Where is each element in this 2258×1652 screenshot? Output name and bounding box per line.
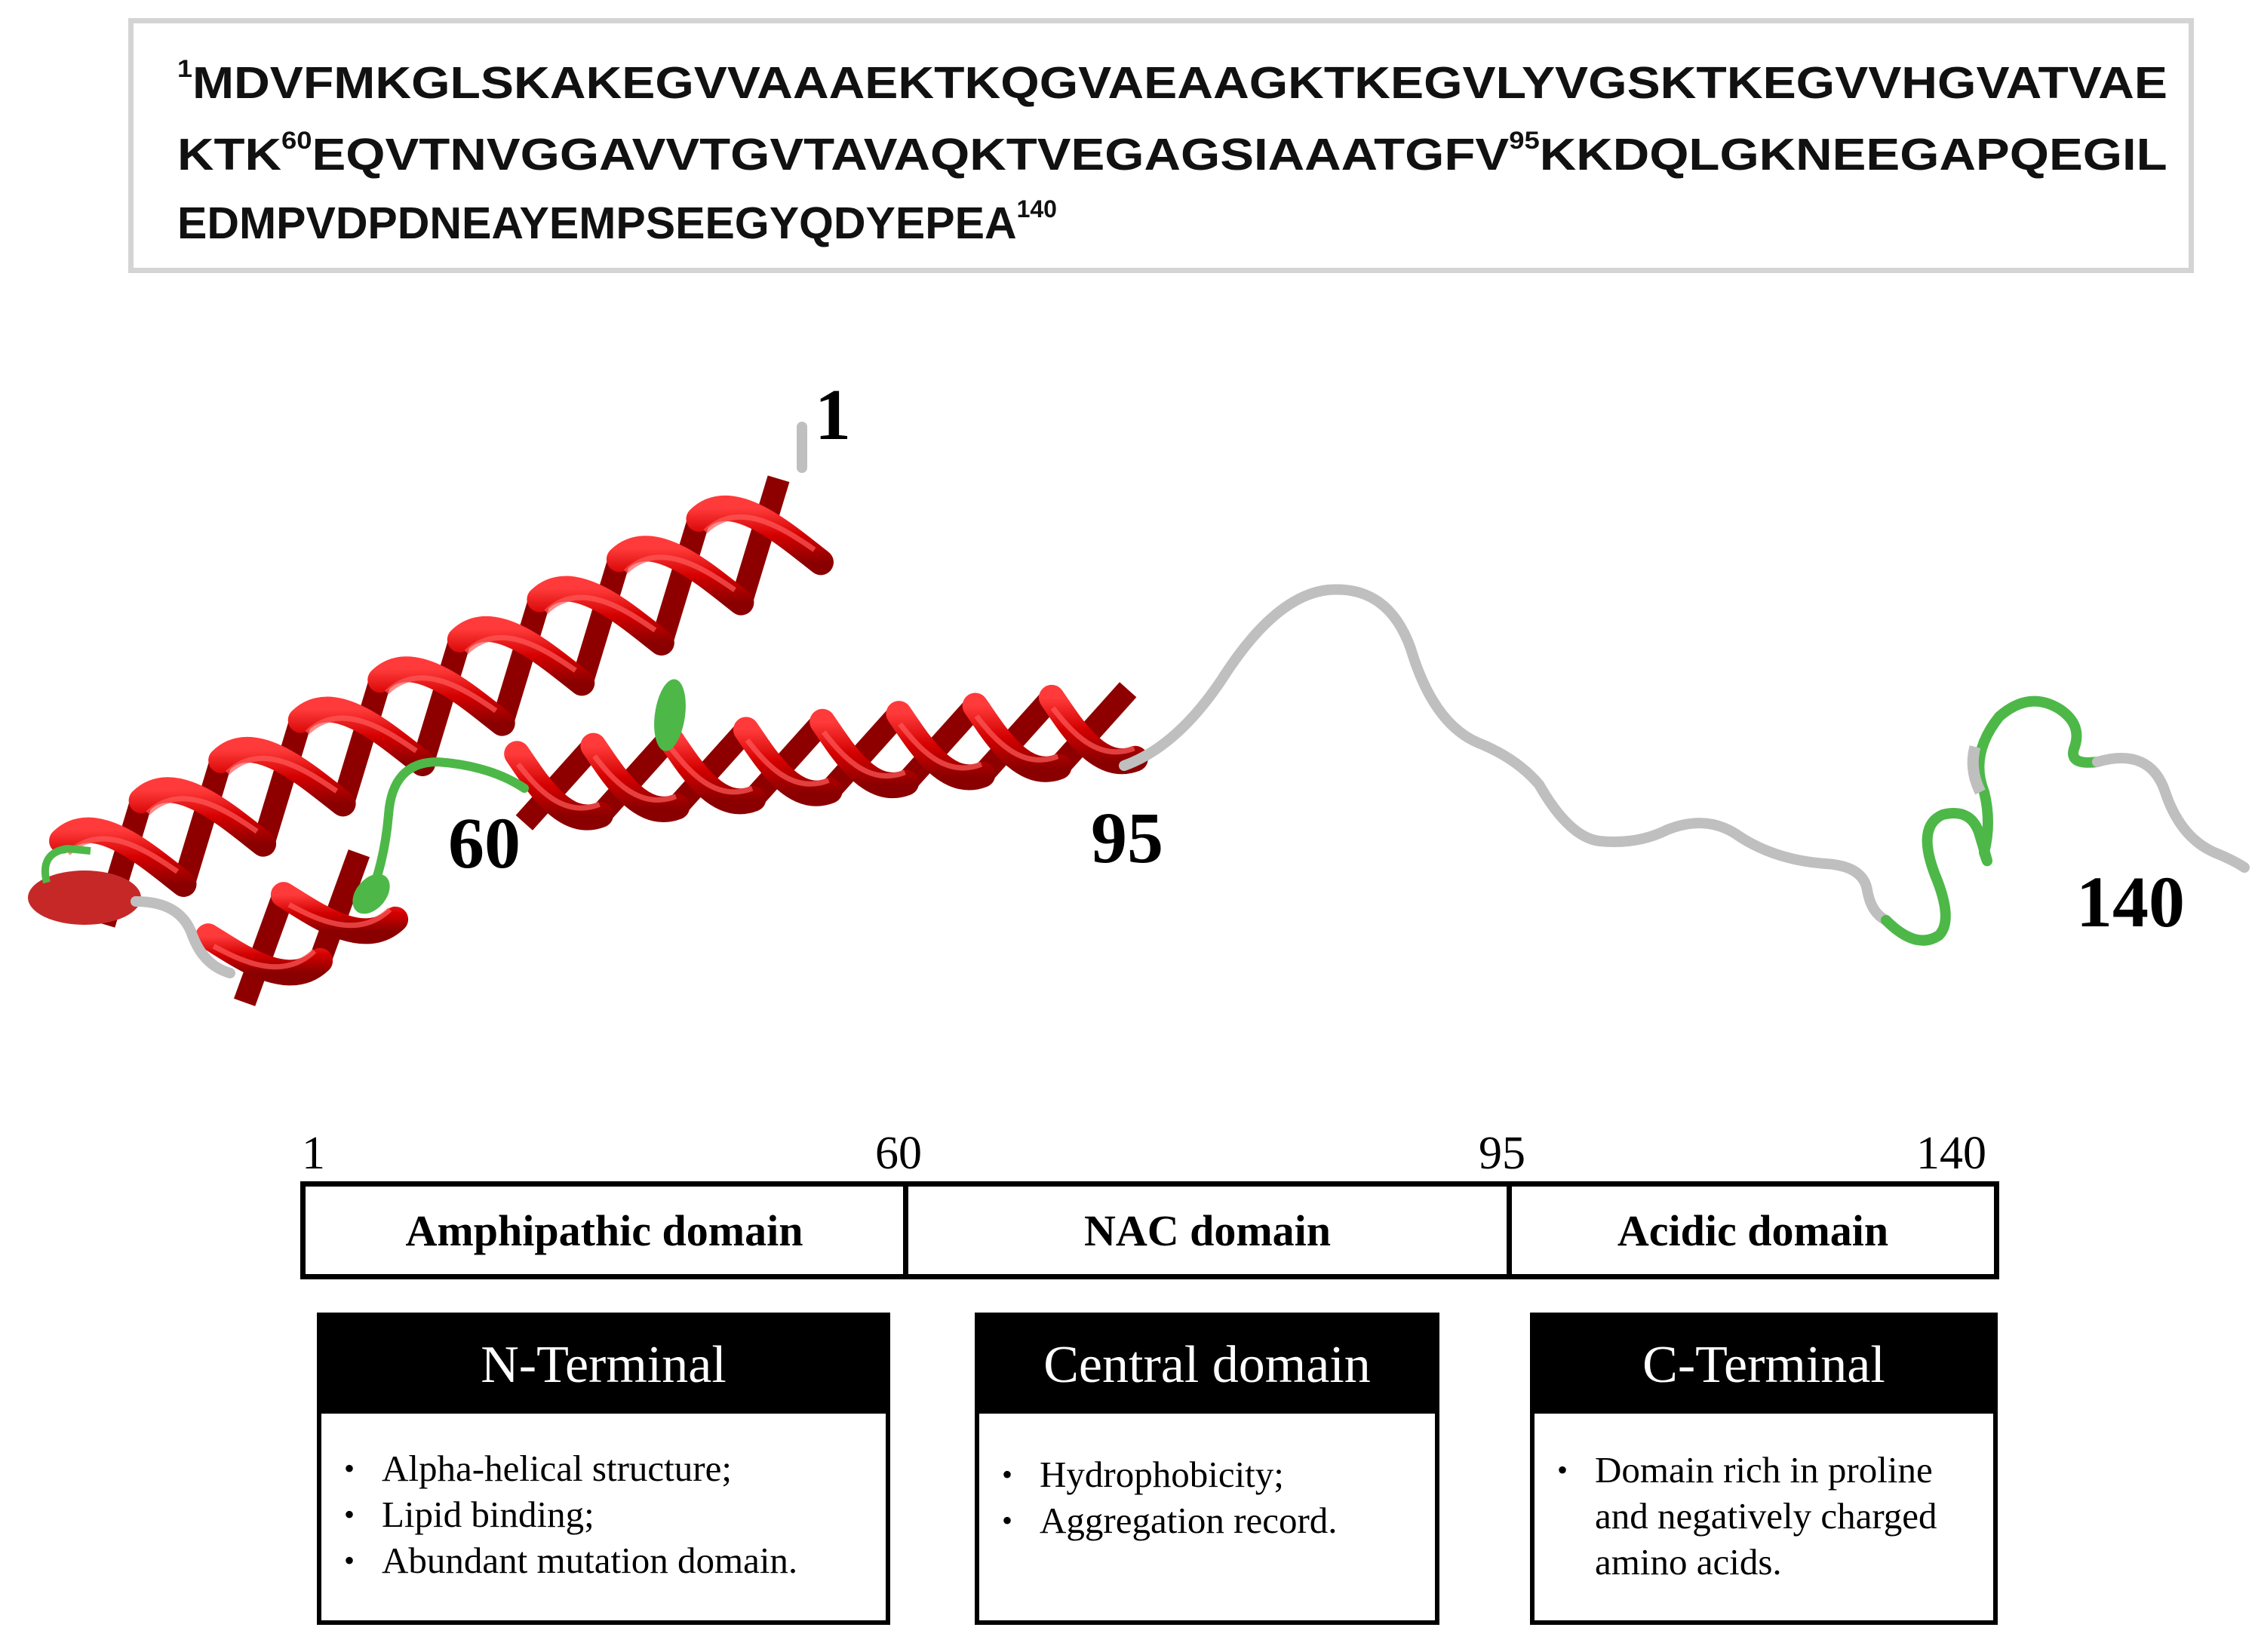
sequence-line-3: EDMPVDPDNEAYEMPSEEGYQDYEPEA140	[177, 197, 1057, 248]
helix-turn-back	[252, 717, 312, 848]
helix-end-cap	[28, 871, 141, 925]
c-terminal-coil	[2092, 753, 2250, 873]
helix-turn-back	[411, 636, 472, 767]
domain-segment-nac: NAC domain	[908, 1187, 1512, 1274]
c-terminal-coil	[1119, 584, 1891, 926]
card-n-terminal: N-Terminal Alpha-helical structure; Lipi…	[317, 1313, 890, 1625]
card-central-domain: Central domain Hydrophobicity; Aggregati…	[975, 1313, 1439, 1625]
helix-turn-back	[570, 555, 631, 686]
card-item: Lipid binding;	[321, 1491, 886, 1537]
helix-highlight	[1050, 706, 1135, 755]
card-list: Domain rich in proline and negatively ch…	[1535, 1447, 1993, 1585]
helix-turn-back	[650, 515, 710, 646]
helix-turn-back	[730, 475, 790, 606]
card-item: Alpha-helical structure;	[321, 1445, 886, 1491]
tick-label-60: 60	[875, 1128, 922, 1179]
residue-label-95: 95	[1091, 797, 1163, 878]
helix-highlight	[623, 554, 737, 592]
helix-turn-back	[491, 596, 551, 727]
sequence-box: 1MDVFMKGLSKAKEGVVAAAEKTKQGVAEAAGKTKEGVLY…	[128, 18, 2194, 273]
helix-highlight	[287, 902, 392, 929]
helix-lower-left	[195, 849, 409, 1006]
helix-turn-back	[332, 676, 392, 807]
residue-label-140: 140	[2076, 861, 2185, 942]
residue-marker-1: 1	[177, 55, 192, 82]
residue-label-60: 60	[448, 803, 521, 883]
helix-highlight	[212, 944, 317, 970]
tick-label-140: 140	[1916, 1128, 1986, 1179]
helix-highlight	[305, 715, 418, 754]
helix-highlight	[668, 746, 754, 795]
helix-highlight	[592, 754, 677, 803]
card-title: N-Terminal	[321, 1317, 886, 1414]
residue-marker-60: 60	[281, 127, 312, 154]
loop-green-left	[41, 844, 91, 884]
helix-highlight	[703, 514, 816, 552]
loop-green-joint	[352, 874, 390, 914]
card-title: Central domain	[979, 1317, 1435, 1414]
sequence-text: MDVFMKGLSKAKEGVVAAAEKTKQGVAEAAGKTKEGVLYV…	[192, 58, 2167, 108]
card-c-terminal: C-Terminal Domain rich in proline and ne…	[1530, 1313, 1998, 1625]
domain-segment-amphipathic: Amphipathic domain	[306, 1187, 908, 1274]
helix-highlight	[464, 635, 577, 673]
domain-segment-acidic: Acidic domain	[1617, 1205, 1889, 1255]
helix-highlight	[898, 722, 983, 771]
loop-green-joint	[654, 679, 686, 751]
card-item: Aggregation record.	[979, 1497, 1435, 1543]
domain-bar: Amphipathic domain NAC domain Acidic dom…	[300, 1181, 1999, 1279]
helix-highlight	[385, 675, 498, 713]
sequence-line-1: 1MDVFMKGLSKAKEGVVAAAEKTKQGVAEAAGKTKEGVLY…	[177, 57, 2167, 108]
card-item: Hydrophobicity;	[979, 1451, 1435, 1497]
loop-green-middle	[365, 757, 529, 902]
sequence-text: KKDQLGKNEEGAPQEGIL	[1539, 130, 2167, 180]
card-item: Domain rich in proline and negatively ch…	[1535, 1447, 1971, 1585]
sequence-line-2: KTK60EQVTNVGGAVVTGVTAVAQKTVEGAGSIAAATGFV…	[177, 128, 2167, 180]
helix-highlight	[146, 796, 259, 834]
card-list: Alpha-helical structure; Lipid binding; …	[321, 1445, 886, 1583]
tick-label-1: 1	[302, 1128, 325, 1179]
loop-green-c-terminal	[1881, 808, 1992, 946]
card-title: C-Terminal	[1535, 1317, 1993, 1414]
helix-upper	[49, 475, 834, 928]
helix-highlight	[745, 738, 830, 787]
protein-structure-ribbon: 1 60 95 140	[28, 374, 2250, 1006]
helix-highlight	[66, 836, 180, 874]
helix-middle	[504, 682, 1148, 831]
helix-highlight	[544, 594, 657, 633]
sequence-text: EQVTNVGGAVVTGVTAVAQKTVEGAGSIAAATGFV	[312, 130, 1510, 180]
helix-highlight	[821, 730, 906, 779]
residue-marker-95: 95	[1509, 127, 1540, 154]
coil-grey-left	[131, 896, 235, 978]
card-item: Abundant mutation domain.	[321, 1537, 886, 1583]
coil-grey-c-terminal	[1967, 745, 1986, 795]
sequence-text: EDMPVDPDNEAYEMPSEEGYQDYEPEA	[177, 198, 1017, 248]
residue-label-1: 1	[815, 374, 851, 455]
helix-turn-back	[233, 891, 295, 1006]
helix-highlight	[515, 762, 601, 811]
helix-highlight	[974, 714, 1059, 763]
sequence-text: KTK	[177, 130, 282, 180]
helix-turn-back	[173, 757, 232, 888]
loop-green-c-terminal	[1974, 695, 2103, 858]
card-list: Hydrophobicity; Aggregation record.	[979, 1451, 1435, 1543]
tick-label-95: 95	[1479, 1128, 1525, 1179]
residue-marker-140: 140	[1016, 195, 1057, 223]
helix-highlight	[226, 756, 339, 794]
helix-turn-back	[309, 849, 370, 965]
